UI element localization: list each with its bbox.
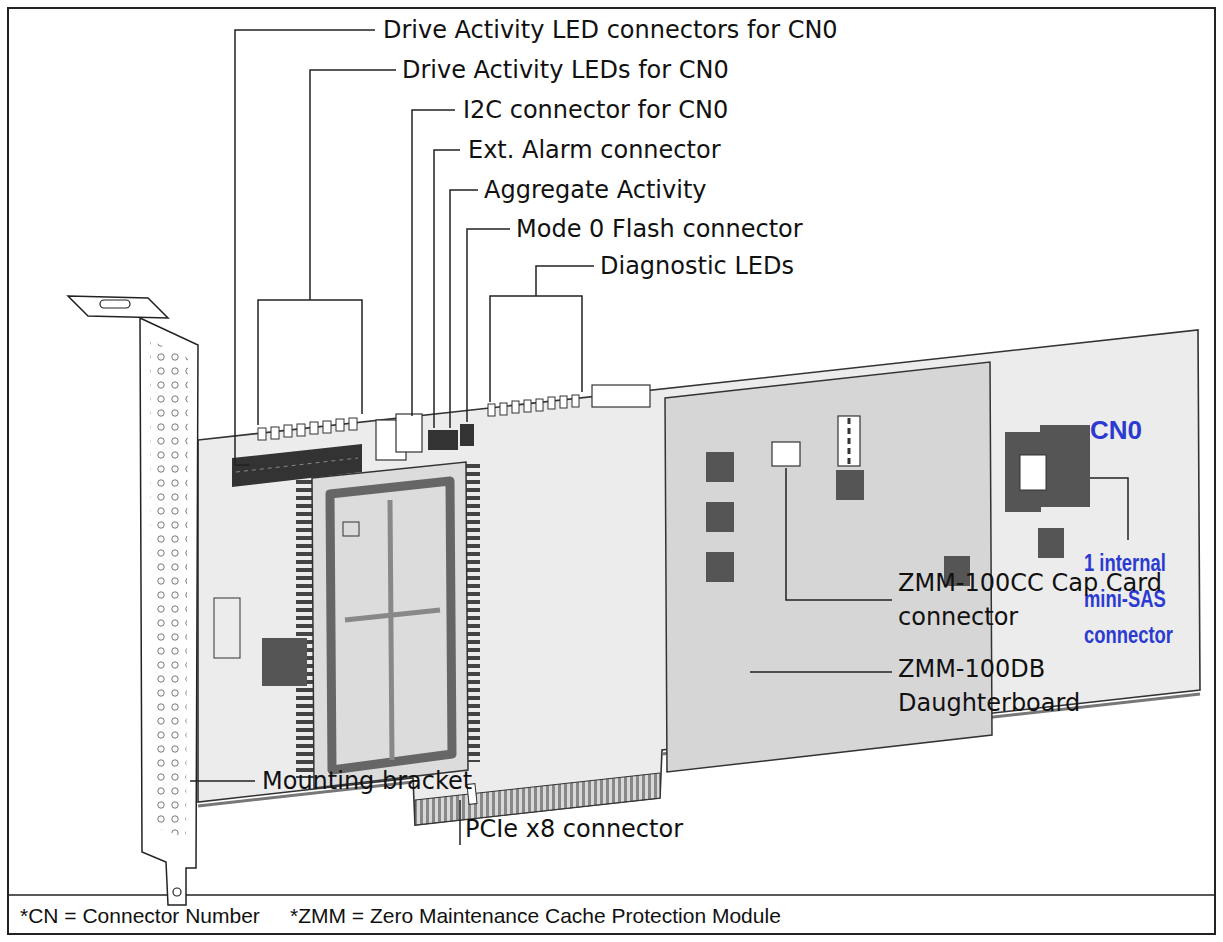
leader-lines: [190, 30, 1128, 845]
led: [297, 424, 305, 436]
part-label: Aggregate Activity: [484, 174, 707, 206]
footnote-rule: [8, 894, 1215, 896]
leader-line: [190, 780, 255, 782]
led: [548, 397, 555, 409]
part-label: Mode 0 Flash connector: [516, 213, 803, 245]
part-label: Mounting bracket: [262, 765, 472, 797]
header-pins: [848, 418, 851, 464]
part-label: Diagnostic LEDs: [600, 250, 794, 282]
board-connector: [592, 385, 650, 407]
bracket-perforation: [150, 340, 188, 838]
chip: [706, 502, 734, 532]
leader-line: [459, 800, 461, 845]
part-label: ZMM-100DB Daughterboard: [898, 652, 1198, 720]
led: [560, 396, 567, 408]
part-label: PCIe x8 connector: [465, 813, 683, 845]
leader-line: [750, 671, 892, 673]
leader-line: [536, 266, 594, 296]
footnote: *ZMM = Zero Maintenance Cache Protection…: [290, 902, 781, 930]
led: [310, 422, 318, 434]
circuit-board: [198, 330, 1200, 825]
led: [524, 400, 531, 412]
leader-line: [467, 229, 510, 422]
leader-line: [1090, 478, 1128, 540]
heatsink-rib: [390, 500, 392, 760]
footnote: *CN = Connector Number: [20, 902, 260, 930]
flash-header: [460, 424, 474, 446]
led: [572, 395, 579, 407]
bracket-flange: [68, 296, 168, 318]
leader-line: [786, 468, 892, 600]
connector-label: 1 internal mini-SAS connector: [1084, 545, 1196, 653]
leader-line: [235, 30, 375, 465]
led: [271, 427, 279, 439]
led: [323, 421, 331, 433]
led: [258, 428, 266, 440]
bracket-line: [490, 296, 582, 402]
chip: [214, 598, 240, 658]
part-label: Drive Activity LED connectors for CN0: [383, 14, 838, 46]
part-label: ZMM-100CC Cap Card connector: [898, 566, 1198, 634]
chip: [706, 452, 734, 482]
chip: [1038, 528, 1064, 558]
part-label: I2C connector for CN0: [463, 94, 728, 126]
part-label: Ext. Alarm connector: [468, 134, 721, 166]
leader-line: [434, 150, 460, 428]
led: [284, 425, 292, 437]
bracket-slot: [100, 300, 130, 308]
led: [500, 403, 507, 415]
chip: [262, 638, 307, 686]
cap-card-connector: [772, 442, 800, 466]
led: [349, 418, 357, 430]
leader-line: [450, 190, 478, 428]
bracket-line: [258, 300, 362, 425]
frame: [8, 8, 1215, 934]
i2c-connector: [396, 414, 422, 452]
mini-sas-latch: [1020, 455, 1046, 490]
chip: [706, 552, 734, 582]
heatsink: [312, 462, 468, 788]
pin-header: [838, 416, 860, 466]
part-label: Drive Activity LEDs for CN0: [402, 54, 729, 86]
alarm-header: [428, 430, 458, 450]
led: [512, 401, 519, 413]
connector-number: CN0: [1090, 414, 1142, 446]
led: [336, 419, 344, 431]
leader-line: [310, 70, 396, 300]
mounting-bracket: [140, 318, 198, 905]
screw-hole: [173, 888, 181, 896]
chip: [836, 470, 864, 500]
chip: [343, 522, 359, 536]
mini-sas-connector: [1040, 425, 1090, 507]
led: [536, 399, 543, 411]
heatsink-frame: [330, 481, 452, 770]
led: [488, 404, 495, 416]
header-pins: [236, 458, 358, 472]
